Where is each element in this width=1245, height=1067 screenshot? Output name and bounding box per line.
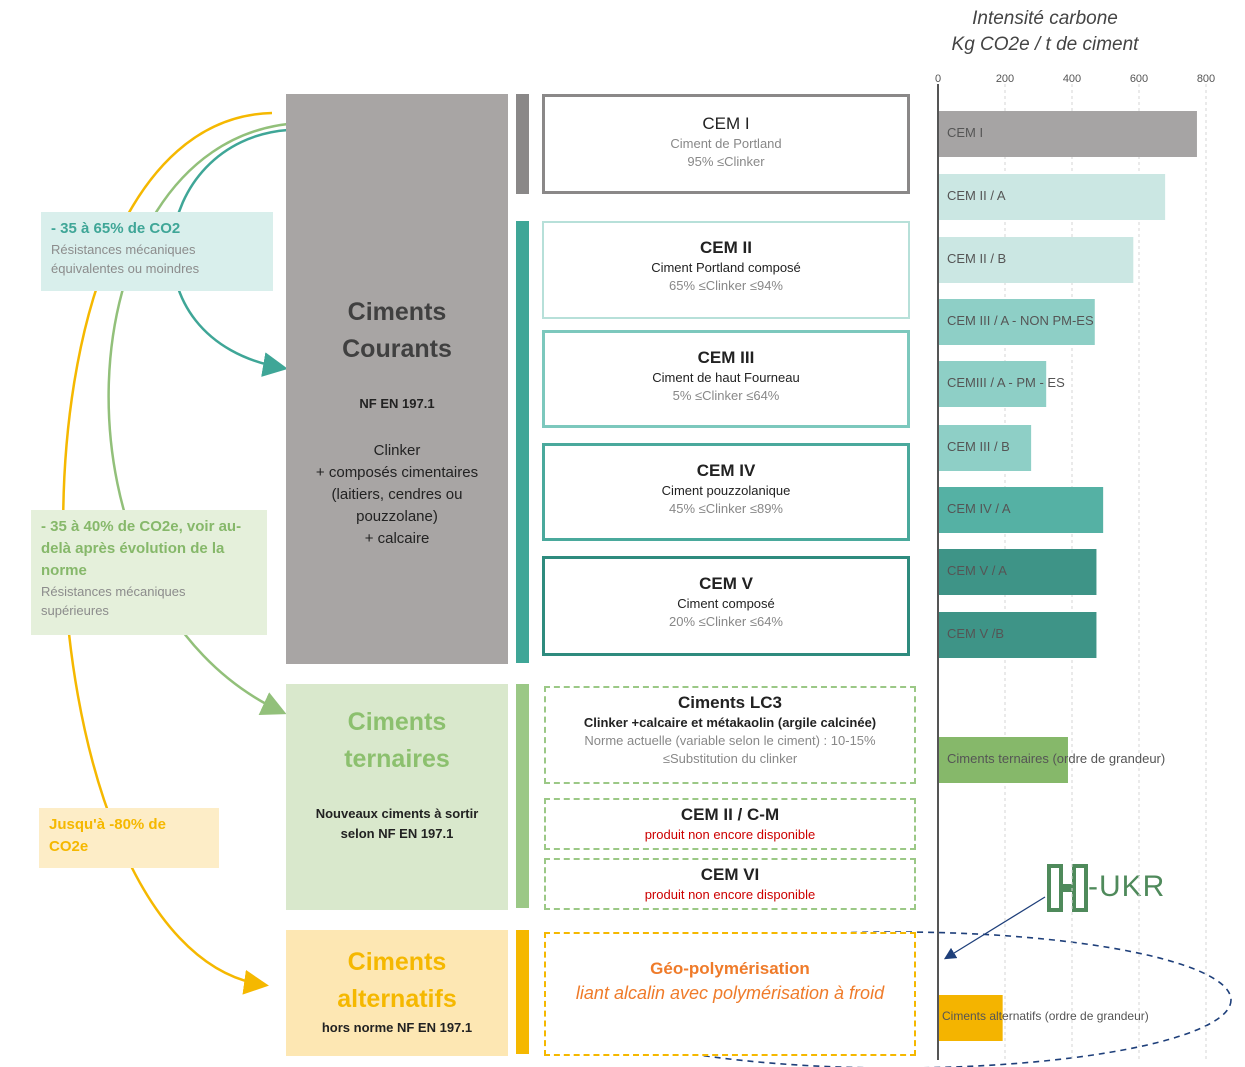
category-title: Ciments Courants xyxy=(342,298,452,363)
bar-yellow xyxy=(516,930,529,1054)
note-sub: Résistances mécaniques équivalentes ou m… xyxy=(51,242,200,276)
box-cem-2: CEM II Ciment Portland composé 65% ≤Clin… xyxy=(542,221,910,319)
chart-bar xyxy=(939,549,1097,595)
chart-bar-label: CEM III / B xyxy=(947,439,1010,454)
box-cem-6: CEM VI produit non encore disponible xyxy=(544,858,916,910)
cem-name: CEM V xyxy=(699,574,753,593)
chart-bar-label: CEM II / A xyxy=(947,188,1006,203)
note-head: - 35 à 40% de CO2e, voir au-delà après é… xyxy=(41,518,242,579)
box-cem-1: CEM I Ciment de Portland 95% ≤Clinker xyxy=(542,94,910,194)
chart-tick-label: 200 xyxy=(996,73,1014,85)
chart-bar xyxy=(939,487,1104,533)
geo-title: Géo-polymérisation xyxy=(650,959,810,978)
note-co2-80: Jusqu'à -80% de CO2e xyxy=(39,808,219,868)
chart-tick-label: 0 xyxy=(935,73,941,85)
hukr-logo-icon xyxy=(1047,864,1088,912)
cem-name: CEM IV xyxy=(696,461,756,480)
category-norm: NF EN 197.1 xyxy=(359,396,435,411)
chart-bar xyxy=(939,237,1134,283)
category-title: Ciments alternatifs xyxy=(337,948,457,1013)
hukr-logo-text: -UKR xyxy=(1088,870,1166,903)
box-cem-5: CEM V Ciment composé 20% ≤Clinker ≤64% xyxy=(542,556,910,656)
chart-bar-label: CEM V / A xyxy=(947,563,1007,578)
cem-clinker: 65% ≤Clinker ≤94% xyxy=(669,278,783,293)
chart-title: Intensité carbone xyxy=(972,8,1118,29)
cem-sub: Ciment de Portland xyxy=(670,136,782,151)
box-cem-4: CEM IV Ciment pouzzolanique 45% ≤Clinker… xyxy=(542,443,910,541)
cem-clinker: 20% ≤Clinker ≤64% xyxy=(669,614,783,629)
cem-sub: Ciment de haut Fourneau xyxy=(652,370,800,385)
chart-bar xyxy=(939,361,1047,407)
cem-norm: Norme actuelle (variable selon le ciment… xyxy=(584,733,876,766)
bar-green xyxy=(516,684,529,908)
cem-clinker: 95% ≤Clinker xyxy=(687,154,765,169)
chart-bar xyxy=(939,737,1068,783)
chart-tick-label: 400 xyxy=(1063,73,1081,85)
cem-name: CEM III xyxy=(697,348,755,367)
box-cem-2-cm: CEM II / C-M produit non encore disponib… xyxy=(544,798,916,850)
chart-bar xyxy=(939,111,1197,157)
chart-tick-label: 800 xyxy=(1197,73,1215,85)
note-co2-35-40: - 35 à 40% de CO2e, voir au-delà après é… xyxy=(31,510,267,635)
cem-sub: Ciment composé xyxy=(677,596,775,611)
note-head: - 35 à 65% de CO2 xyxy=(51,220,181,237)
chart-bar xyxy=(939,425,1032,471)
cem-name: CEM I xyxy=(702,114,750,133)
chart-bar-label: Ciments ternaires (ordre de grandeur) xyxy=(947,751,1166,766)
box-ciments-lc3: Ciments LC3 Clinker +calcaire et métakao… xyxy=(544,686,916,784)
chart-bar xyxy=(939,995,1003,1041)
chart-bar xyxy=(939,299,1095,345)
category-desc: Clinker + composés cimentaires (laitiers… xyxy=(315,442,479,547)
chart-bar-label: CEM IV / A xyxy=(947,501,1011,516)
cem-clinker: 45% ≤Clinker ≤89% xyxy=(669,501,783,516)
cem-sub: Ciment pouzzolanique xyxy=(661,483,791,498)
chart-bar-label: CEM V /B xyxy=(947,626,1005,641)
box-geo-polymerisation: Géo-polymérisation liant alcalin avec po… xyxy=(544,932,916,1056)
green-arrow xyxy=(107,122,289,715)
block-ciments-ternaires: Ciments ternaires Nouveaux ciments à sor… xyxy=(286,684,508,910)
geo-desc: liant alcalin avec polymérisation à froi… xyxy=(575,983,885,1003)
chart-tick-label: 600 xyxy=(1130,73,1148,85)
block-ciments-courants: Ciments Courants NF EN 197.1 Clinker + c… xyxy=(286,94,508,664)
note-head: Jusqu'à -80% de CO2e xyxy=(49,816,166,855)
note-co2-35-65: - 35 à 65% de CO2 Résistances mécaniques… xyxy=(41,212,273,291)
cem-sub: Clinker +calcaire et métakaolin (argile … xyxy=(583,715,877,730)
category-norm: Nouveaux ciments à sortir selon NF EN 19… xyxy=(315,806,479,841)
chart-bar xyxy=(939,174,1166,220)
cem-clinker: 5% ≤Clinker ≤64% xyxy=(672,388,780,403)
bar-teal xyxy=(516,221,529,663)
note-sub: Résistances mécaniques supérieures xyxy=(41,584,186,618)
chart-bar-label: CEM I xyxy=(947,125,984,140)
cem-name: CEM VI xyxy=(700,865,760,884)
chart-axis-label: Kg CO2e / t de ciment xyxy=(951,34,1139,55)
hukr-logo: -UKR xyxy=(1046,862,1206,914)
logo-arrow xyxy=(943,896,1046,960)
chart-bar-label: Ciments alternatifs (ordre de grandeur) xyxy=(942,1009,1149,1023)
chart-bar-label: CEM II / B xyxy=(947,251,1007,266)
block-ciments-alternatifs: Ciments alternatifs hors norme NF EN 197… xyxy=(286,930,508,1056)
category-norm: hors norme NF EN 197.1 xyxy=(321,1020,473,1035)
cem-note: produit non encore disponible xyxy=(644,827,816,842)
cem-note: produit non encore disponible xyxy=(644,887,816,902)
cem-sub: Ciment Portland composé xyxy=(651,260,801,275)
chart-bar-label: CEMIII / A - PM - ES xyxy=(947,375,1065,390)
cem-name: CEM II / C-M xyxy=(680,805,780,824)
bar-grey xyxy=(516,94,529,194)
carbon-intensity-chart: 0 200 400 600 800 xyxy=(935,73,1215,1060)
chart-bar-label: CEM III / A - NON PM-ES xyxy=(947,313,1094,328)
category-title: Ciments ternaires xyxy=(344,708,450,773)
cem-name: CEM II xyxy=(700,238,752,257)
cem-name: Ciments LC3 xyxy=(678,693,782,712)
chart-bar xyxy=(939,612,1097,658)
box-cem-3: CEM III Ciment de haut Fourneau 5% ≤Clin… xyxy=(542,330,910,428)
